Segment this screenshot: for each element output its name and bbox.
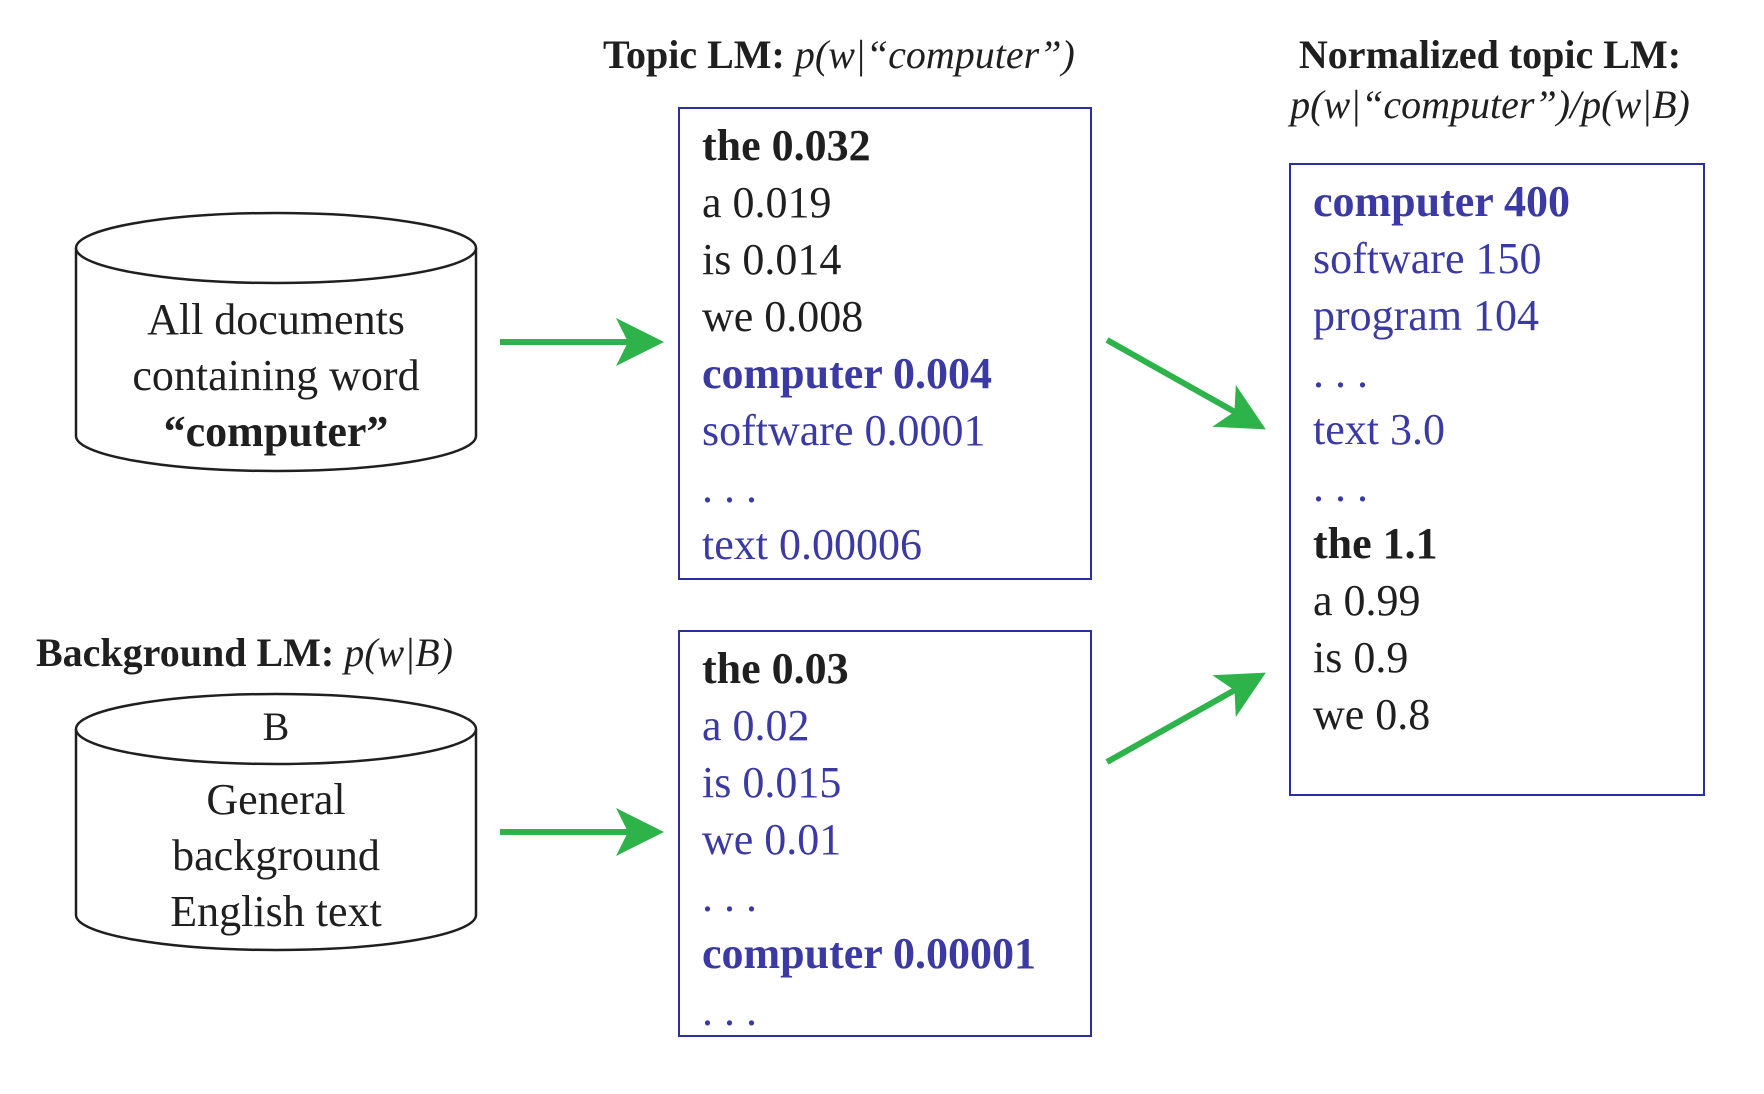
topic-lm-entry: text 0.00006 [702, 520, 922, 569]
background-lm-heading-formula: p(w|B) [344, 630, 453, 675]
normalized-lm-box: computer 400 software 150 program 104 . . .… [1289, 163, 1705, 796]
background-lm-heading: Background LM: p(w|B) [36, 628, 453, 678]
background-db-description: General background English text [76, 772, 476, 940]
normalized-lm-entry: . . . [1313, 462, 1368, 511]
background-lm-entry: . . . [702, 986, 757, 1035]
topic-db-line1: All documents [147, 295, 405, 344]
background-db-label-b: B [262, 704, 290, 749]
arrow-background-lm-to-normalized-lm [1105, 672, 1266, 765]
background-documents-cylinder [74, 692, 478, 952]
topic-db-quoted-word: “computer” [163, 407, 389, 456]
topic-lm-entry: we 0.008 [702, 292, 864, 341]
normalized-lm-entry: program 104 [1313, 291, 1540, 340]
normalized-lm-entry: text 3.0 [1313, 405, 1445, 454]
normalized-lm-heading-label: Normalized topic LM: [1298, 32, 1682, 77]
normalized-lm-entry: software 150 [1313, 234, 1542, 283]
topic-lm-entry: . . . [702, 463, 757, 512]
topic-lm-entry: the 0.032 [702, 121, 871, 170]
normalized-lm-entry: computer 400 [1313, 177, 1571, 226]
background-lm-box: the 0.03 a 0.02 is 0.015 we 0.01 . . . comput… [678, 630, 1092, 1037]
topic-db-line2: containing word [132, 351, 420, 400]
normalized-lm-entry: a 0.99 [1313, 576, 1421, 625]
topic-lm-entry: computer 0.004 [702, 349, 993, 398]
normalized-lm-heading: Normalized topic LM: p(w|“computer”)/p(w… [1230, 30, 1750, 130]
topic-lm-entry: a 0.019 [702, 178, 832, 227]
normalized-lm-entry: is 0.9 [1313, 633, 1409, 682]
topic-lm-box: the 0.032 a 0.019 is 0.014 we 0.008 computer… [678, 107, 1092, 580]
topic-documents-cylinder [74, 211, 478, 473]
topic-lm-heading-formula: p(w|“computer”) [794, 32, 1075, 77]
normalized-lm-heading-formula: p(w|“computer”)/p(w|B) [1290, 82, 1690, 127]
arrow-topic-lm-to-normalized-lm [1105, 337, 1266, 430]
background-db-line1: General [206, 775, 346, 824]
topic-lm-entry: is 0.014 [702, 235, 842, 284]
background-lm-entry: . . . [702, 872, 757, 921]
background-lm-entry: a 0.02 [702, 701, 810, 750]
background-lm-entry: is 0.015 [702, 758, 842, 807]
normalized-lm-entry: . . . [1313, 348, 1368, 397]
background-lm-entry: the 0.03 [702, 644, 849, 693]
topic-db-label: All documents containing word “computer” [76, 292, 476, 460]
background-lm-entry: computer 0.00001 [702, 929, 1037, 978]
normalized-lm-entry: we 0.8 [1313, 690, 1431, 739]
normalized-lm-entry: the 1.1 [1313, 519, 1438, 568]
background-lm-heading-label: Background LM: [36, 630, 335, 675]
background-db-line3: English text [170, 887, 382, 936]
background-db-line2: background [172, 831, 380, 880]
topic-lm-heading-label: Topic LM: [603, 32, 785, 77]
background-lm-entry: we 0.01 [702, 815, 842, 864]
topic-lm-entry: software 0.0001 [702, 406, 986, 455]
topic-lm-heading: Topic LM: p(w|“computer”) [603, 30, 1075, 80]
